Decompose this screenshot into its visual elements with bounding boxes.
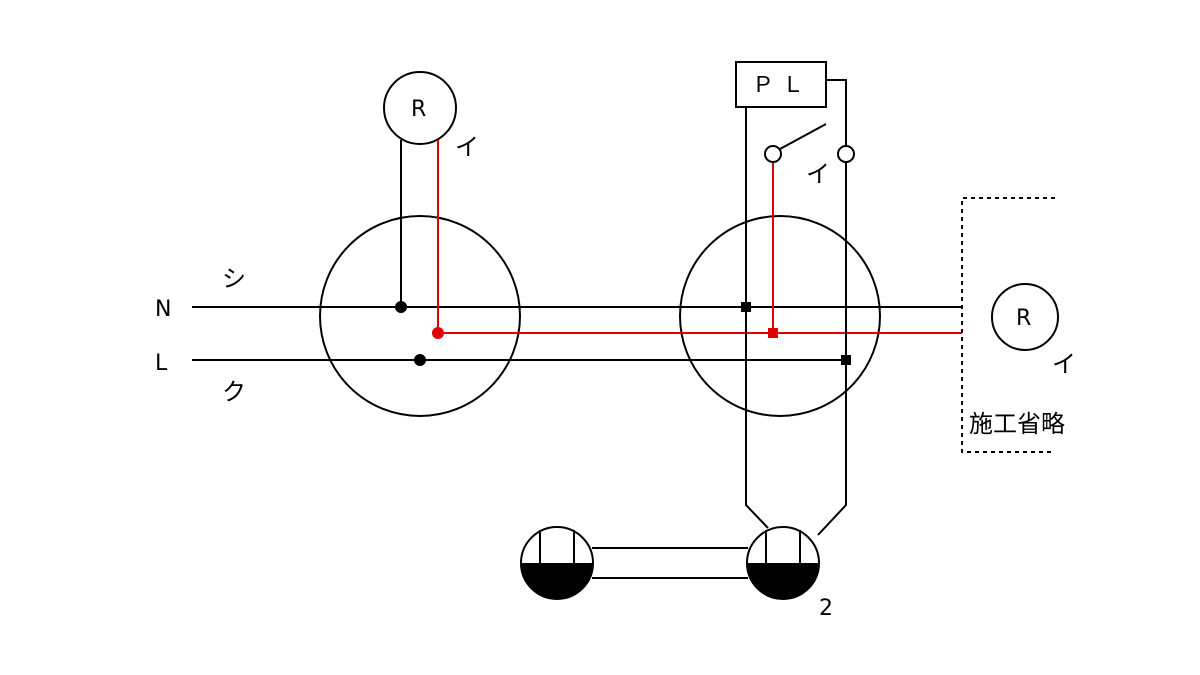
lamp-right-code: イ: [1052, 350, 1076, 378]
conduit-right-wire: [817, 162, 847, 536]
pilot-lamp: [735, 61, 827, 108]
connector-square-line: [841, 355, 851, 365]
switched-wire: [437, 140, 962, 334]
sleeve-left: [520, 526, 594, 600]
switch-contact-left: [764, 145, 782, 163]
switch-code: イ: [806, 160, 830, 188]
omitted-region-border: [961, 197, 1055, 453]
switch-contact-right: [837, 145, 855, 163]
lamp-right-label: R: [1016, 306, 1031, 331]
neutral-wire-code: シ: [222, 265, 246, 293]
sleeve-right: [746, 526, 820, 600]
omitted-note: 施工省略: [969, 410, 1065, 438]
lamp-left: [383, 71, 457, 145]
line-wire-code: ク: [222, 378, 246, 406]
pilot-lamp-right-wire: [826, 79, 847, 145]
connector-square-neutral: [741, 302, 751, 312]
neutral-label: N: [155, 297, 171, 322]
junction-box-right: [679, 215, 881, 417]
outlet-count-label: 2: [819, 596, 833, 621]
conduit-left-wire: [745, 107, 769, 529]
connector-square-red: [768, 328, 778, 338]
pilot-lamp-label: ＰＬ: [752, 73, 812, 98]
junction-dot-line: [414, 354, 426, 366]
switch-lever: [779, 123, 827, 150]
line-label: L: [155, 351, 168, 376]
lamp-left-label: R: [411, 97, 426, 122]
lamp-right: [991, 283, 1059, 351]
junction-dot-red: [432, 327, 444, 339]
junction-box-left: [319, 215, 521, 417]
junction-dot-neutral: [395, 301, 407, 313]
lamp-left-code: イ: [455, 133, 479, 161]
